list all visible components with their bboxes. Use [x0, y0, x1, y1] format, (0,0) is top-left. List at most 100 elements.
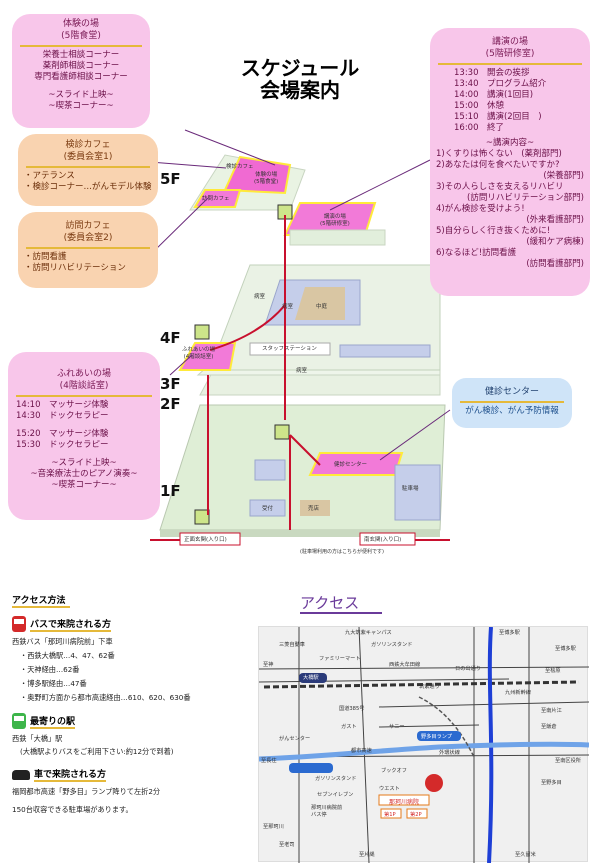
map-label-toshi: 都市高速 [351, 748, 372, 754]
map-drawing [258, 626, 590, 864]
map-label-iijima: 至飯倉 [541, 724, 557, 730]
kouen-schedule-2: 13:40 プログラム紹介 [454, 79, 547, 89]
bus-line-2: ・天神経由…62番 [20, 665, 80, 674]
map-label-yoi: 至老司 [279, 842, 295, 848]
map-label-kyushu: 九州新幹線 [505, 690, 531, 696]
diagram-label-5f-cafe: 検診カフェ [226, 164, 254, 170]
map-label-kyudai: 九大筑紫キャンパス [345, 630, 392, 636]
diagram-note: (駐車場利用の方はこちらが便利です) [300, 549, 384, 555]
map-label-sevens: セブンイレブン [317, 792, 354, 798]
kouen-lecture-6: 6)なるほど!訪問看護 [436, 248, 517, 258]
fureai-extra-2: ~音楽療法士のピアノ演奏~ [30, 469, 138, 479]
kouen-lecture-2: 2)あなたは何を食べたいですか? [436, 160, 560, 170]
diagram-label-5f-taiken: 体験の場(5階食堂) [254, 172, 279, 185]
fureai-rule [16, 395, 152, 397]
station-note: (大橋駅よりバスをご利用下さい:約12分で到着) [20, 747, 174, 756]
houmon-cafe-sub: (委員会室2) [63, 233, 113, 243]
map-label-shimbo: 至神 [263, 662, 274, 668]
kenshin-cafe-box: 検診カフェ (委員会室1) ・アテランス ・検診コーナー…がんモデル体験 [18, 134, 158, 206]
floor-label-4f: 4F [160, 329, 181, 347]
map-label-gaikan: 外環状線 [439, 750, 460, 756]
kouen-schedule-1: 13:30 開会の挨拶 [454, 68, 530, 78]
map-label-p1: 第1P [384, 812, 396, 818]
main-title: スケジュール 会場案内 [215, 57, 385, 101]
map-label-nishitetsu: 西鉄大牟田線 [389, 662, 421, 668]
kouen-rule [438, 63, 582, 65]
kouen-sub: (5階研修室) [485, 49, 535, 59]
car-header: 車で来院される方 [12, 767, 252, 782]
diagram-label-5f-houmon: 訪問カフェ [202, 196, 230, 202]
diagram-label-4f-fureai: ふれあいの場(4階談話室) [182, 347, 216, 360]
title-line-2: 会場案内 [260, 78, 340, 102]
map-label-nakagawa: 那珂川病院前バス停 [311, 805, 343, 818]
kenshin-cafe-rule [26, 166, 150, 168]
kouen-schedule-3: 14:00 講演(1回目) [454, 90, 534, 100]
car-title: 車で来院される方 [34, 767, 107, 782]
floor-label-3f: 3F [160, 375, 181, 393]
map-label-route385: 国道385号 [339, 706, 365, 712]
fureai-row-4: 15:30 ドックセラピー [16, 440, 109, 450]
floor-label-2f: 2F [160, 395, 181, 413]
map-label-bookoff: ブックオフ [381, 768, 407, 774]
fureai-row-1: 14:10 マッサージ体験 [16, 400, 109, 410]
diagram-label-4f-staff: スタッフステーション [262, 346, 317, 352]
car-main: 福岡都市高速「野多目」ランプ降りて左折2分 [12, 787, 161, 796]
bus-line-4: ・奥野町方面から都市高速経由…610、620、630番 [20, 693, 191, 702]
kenshin-cafe-title: 検診カフェ [65, 140, 111, 150]
kenshin-cafe-sub: (委員会室1) [63, 152, 113, 162]
map-label-nanbu: 至南片江 [541, 708, 562, 714]
kouen-title: 講演の場 [491, 37, 528, 47]
map-label-west: ウエスト [379, 786, 400, 792]
floor-label-5f: 5F [160, 170, 181, 188]
map-label-station-top: 至博多駅 [555, 646, 576, 652]
taiken-title: 体験の場 [62, 19, 99, 29]
map-label-family: ファミリーマート [319, 656, 361, 662]
kouen-lecture-4-dept: (外来看護部門) [526, 215, 584, 225]
taiken-item-1: 栄養士相談コーナー [42, 50, 120, 60]
bus-line-1: ・西鉄大橋駅…4、47、62番 [20, 651, 115, 660]
houmon-cafe-item-1: ・訪問看護 [24, 252, 67, 262]
station-main: 西鉄「大橋」駅 [12, 734, 63, 743]
diagram-label-1f-main-entrance: 正面玄関(入り口) [184, 537, 227, 543]
kouen-schedule-5: 15:10 講演(2回目 ) [454, 112, 542, 122]
map-label-chikushi: 筑紫通り [419, 684, 440, 690]
kouen-box: 講演の場 (5階研修室) 13:30 開会の挨拶 13:40 プログラム紹介 1… [430, 28, 590, 296]
map-label-sigino: 至博多駅 [499, 630, 520, 636]
kenshin-center-title: 健診センター [484, 387, 539, 397]
fureai-box: ふれあいの場 (4階談話室) 14:10 マッサージ体験 14:30 ドックセラ… [8, 352, 160, 520]
station-title: 最寄りの駅 [30, 714, 76, 729]
kouen-schedule-4: 15:00 休憩 [454, 101, 504, 111]
diagram-label-1f-kenshin: 健診センター [334, 462, 368, 468]
diagram-label-4f-byoshitsu-l: 病室 [254, 294, 266, 300]
access-title: アクセス方法 [12, 593, 70, 608]
kouen-lecture-6-dept: (訪問看護部門) [526, 259, 584, 269]
diagram-label-5f-kouen: 講演の場(5階研修室) [320, 214, 350, 227]
map-label-shimonaka: 至南区役所 [555, 758, 581, 764]
map-label-ishi: 至桧原 [545, 668, 561, 674]
map-label-gan: がんセンター [279, 736, 311, 742]
map-label-hospital: 那珂川病院 [389, 799, 420, 806]
taiken-rule [20, 45, 142, 47]
map-label-p2: 第2P [410, 812, 422, 818]
fureai-sub: (4階談話室) [59, 381, 109, 391]
kouen-lecture-3-dept: (訪問リハビリテーション部門) [467, 193, 584, 203]
kouen-lecture-2-dept: (栄養部門) [543, 171, 584, 181]
map-label-notame: 野多目ランプ [421, 734, 452, 740]
houmon-cafe-rule [26, 247, 150, 249]
kenshin-cafe-item-2: ・検診コーナー…がんモデル体験 [24, 182, 152, 192]
kenshin-center-rule [460, 401, 564, 403]
map-label-hinode: 日の出通り [455, 666, 481, 672]
diagram-label-1f-baiten: 売店 [308, 506, 320, 512]
map-label-gasto: ガスト [341, 724, 357, 730]
bus-title: バスで来院される方 [30, 617, 112, 632]
connector-lines [149, 129, 451, 461]
train-icon [12, 713, 26, 729]
houmon-cafe-item-2: ・訪問リハビリテーション [24, 263, 126, 273]
kouen-schedule-6: 16:00 終了 [454, 123, 504, 133]
fureai-extra-3: ~喫茶コーナー~ [51, 480, 117, 490]
map-label-nishi: 至長住 [261, 758, 277, 764]
diagram-label-4f-chuniwa: 中庭 [316, 304, 328, 310]
taiken-item-2: 薬剤師相談コーナー [42, 61, 120, 71]
map-label-yoshiyoshi: 至野多目 [541, 780, 562, 786]
houmon-cafe-title: 訪問カフェ [65, 221, 111, 231]
